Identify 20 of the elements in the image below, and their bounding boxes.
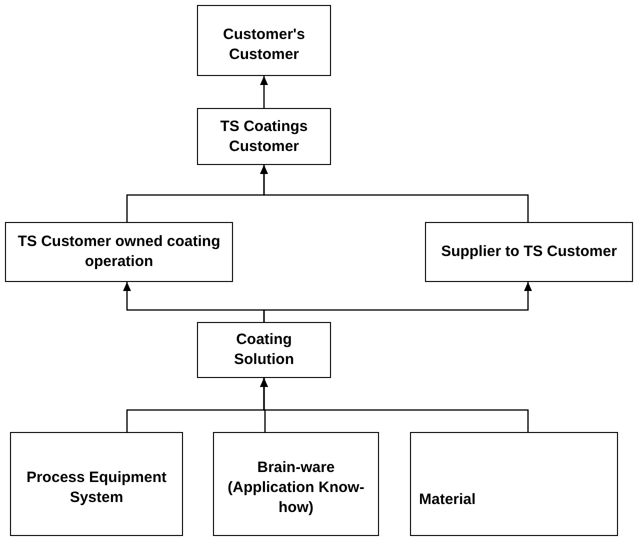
process-box — [10, 432, 183, 536]
box-label: Process Equipment System — [25, 468, 168, 508]
process-box — [197, 108, 331, 165]
arrow — [260, 165, 529, 222]
arrow — [260, 76, 268, 108]
box-label: TS Customer owned coating operation — [16, 232, 222, 272]
arrow — [263, 282, 532, 322]
box-label: Brain-ware (Application Know-how) — [226, 458, 366, 518]
process-box — [213, 432, 379, 536]
process-box — [410, 432, 618, 536]
box-label: Customer's Customer — [222, 24, 306, 64]
process-box — [5, 222, 233, 282]
process-box — [197, 5, 331, 76]
box-label: Supplier to TS Customer — [441, 242, 617, 262]
box-label: Material — [419, 490, 476, 510]
box-label: TS Coatings Customer — [219, 116, 309, 156]
arrow — [260, 378, 529, 432]
process-box — [425, 222, 633, 282]
box-label: Coating Solution — [233, 330, 295, 370]
process-box — [197, 322, 331, 378]
